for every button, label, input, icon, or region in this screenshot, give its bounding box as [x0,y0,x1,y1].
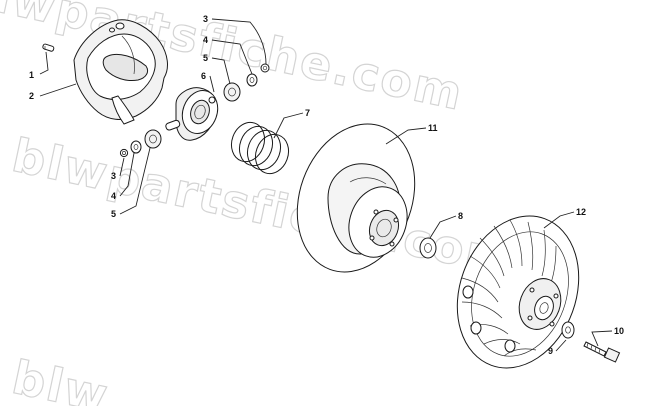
callout-3-upper: 3 [203,14,208,24]
callout-4-lower: 4 [111,191,116,201]
part-washer-9 [561,321,575,339]
callout-2: 2 [29,91,34,101]
callout-7: 7 [305,108,310,118]
callout-11: 11 [428,123,438,133]
callouts: 1 2 3 4 5 6 7 3 4 5 11 8 12 10 9 [29,14,624,356]
callout-9: 9 [548,346,553,356]
leader-lines [39,18,613,352]
part-cover [73,19,168,125]
part-bolt [583,341,621,363]
callout-1: 1 [29,70,34,80]
part-upper-washer [246,73,258,87]
part-hub [165,87,219,141]
part-spring [230,121,290,175]
part-lower-nut [119,148,129,158]
watermark-middle: blwpartsfiche.com [8,128,521,287]
callout-8: 8 [458,211,463,221]
part-pin [42,43,55,52]
part-upper-bushing [223,82,241,102]
part-lower-bushing [144,129,162,149]
watermark-bottom: blw [8,350,114,406]
callout-6: 6 [201,71,206,81]
callout-5-lower: 5 [111,209,116,219]
part-movable-sheave [456,215,580,369]
callout-5-upper: 5 [203,53,208,63]
part-washer-8 [419,237,437,259]
part-lower-washer [130,140,142,154]
part-fixed-sheave [296,123,416,273]
callout-3-lower: 3 [111,171,116,181]
part-upper-nut [260,63,270,73]
callout-4-upper: 4 [203,35,208,45]
watermark-top: blwpartsfiche.com [0,0,469,121]
callout-12: 12 [576,207,586,217]
callout-10: 10 [614,326,624,336]
